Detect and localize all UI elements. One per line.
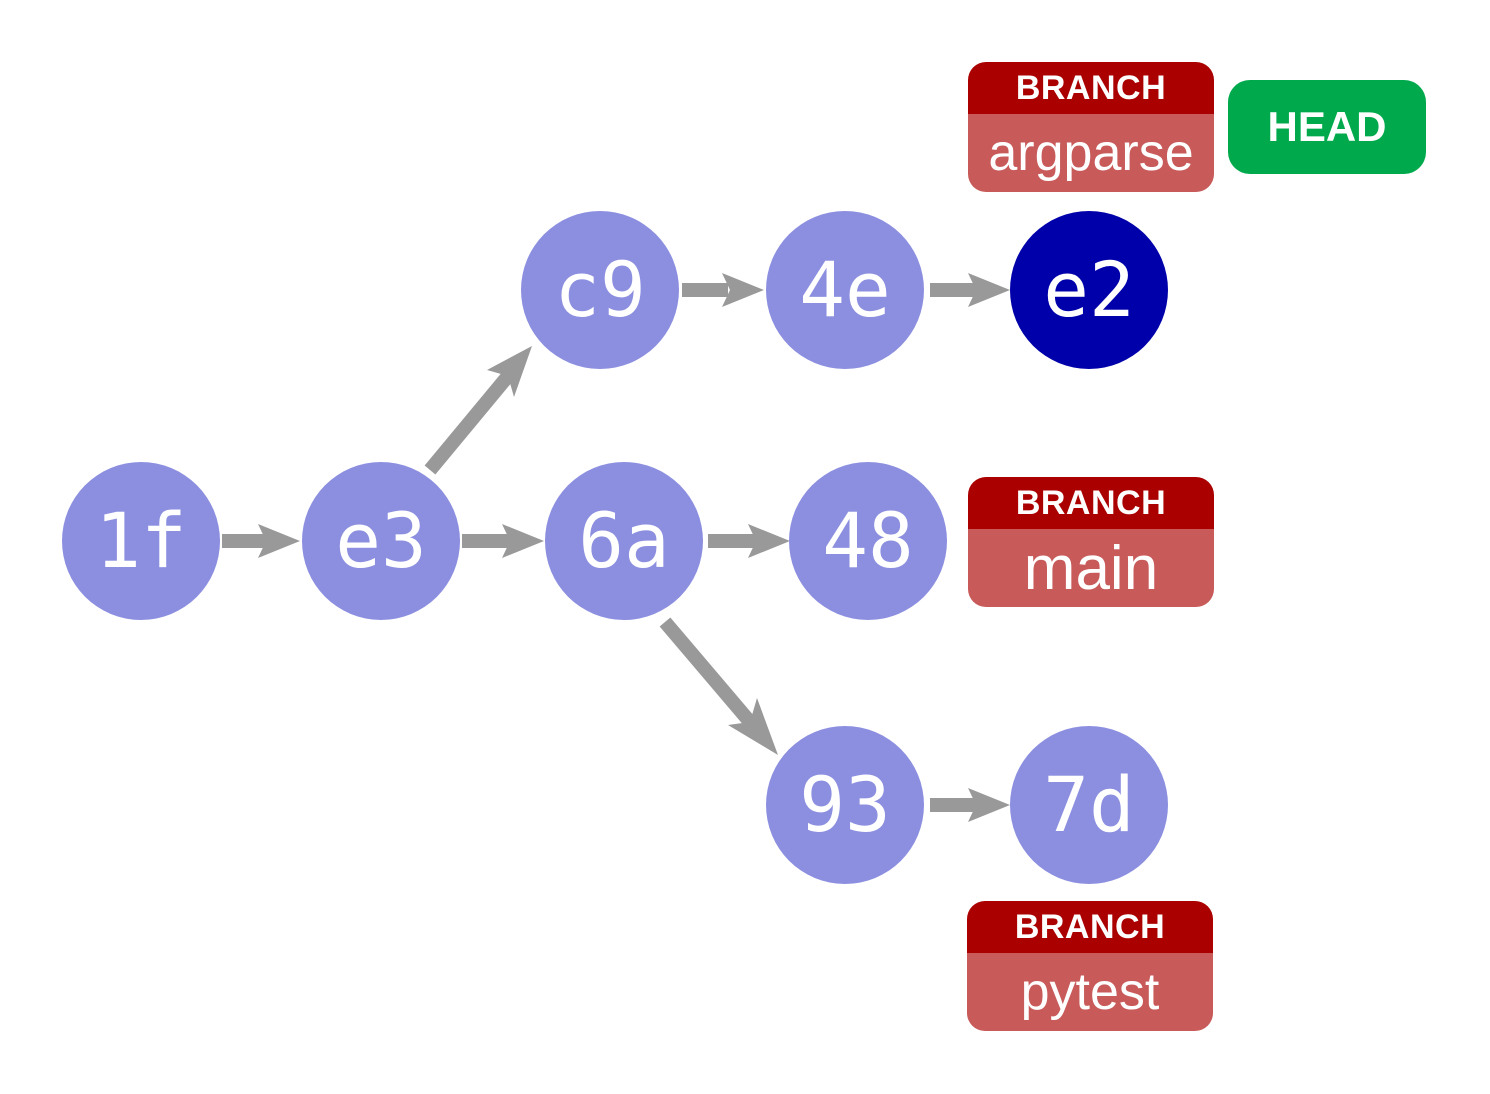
branch-kind-label: BRANCH: [968, 477, 1214, 529]
commit-c9: c9: [521, 211, 679, 369]
head-tag: HEAD: [1228, 80, 1426, 174]
arrow-6a-93: [659, 617, 756, 727]
commit-e3: e3: [302, 462, 460, 620]
arrowhead-6a-48: [748, 524, 790, 558]
branch-name: argparse: [968, 114, 1214, 192]
commit-4e: 4e: [766, 211, 924, 369]
commit-7d: 7d: [1010, 726, 1168, 884]
commit-1f: 1f: [62, 462, 220, 620]
arrowhead-c9-4e: [722, 273, 764, 307]
commit-6a: 6a: [545, 462, 703, 620]
branch-label-argparse: BRANCH argparse: [968, 62, 1214, 192]
commit-48: 48: [789, 462, 947, 620]
branch-name: pytest: [967, 953, 1213, 1031]
branch-label-pytest: BRANCH pytest: [967, 901, 1213, 1031]
arrowhead-e3-c9: [487, 346, 532, 397]
branch-kind-label: BRANCH: [967, 901, 1213, 953]
arrowhead-1f-e3: [258, 524, 300, 558]
branch-kind-label: BRANCH: [968, 62, 1214, 114]
branch-label-main: BRANCH main: [968, 477, 1214, 607]
branch-name: main: [968, 529, 1214, 607]
arrowhead-6a-93: [728, 698, 778, 755]
commit-e2-head: e2: [1010, 211, 1168, 369]
arrowhead-4e-e2: [968, 273, 1010, 307]
arrow-e3-c9: [424, 371, 514, 475]
arrowhead-e3-6a: [502, 524, 544, 558]
commit-93: 93: [766, 726, 924, 884]
arrowhead-93-7d: [968, 788, 1010, 822]
